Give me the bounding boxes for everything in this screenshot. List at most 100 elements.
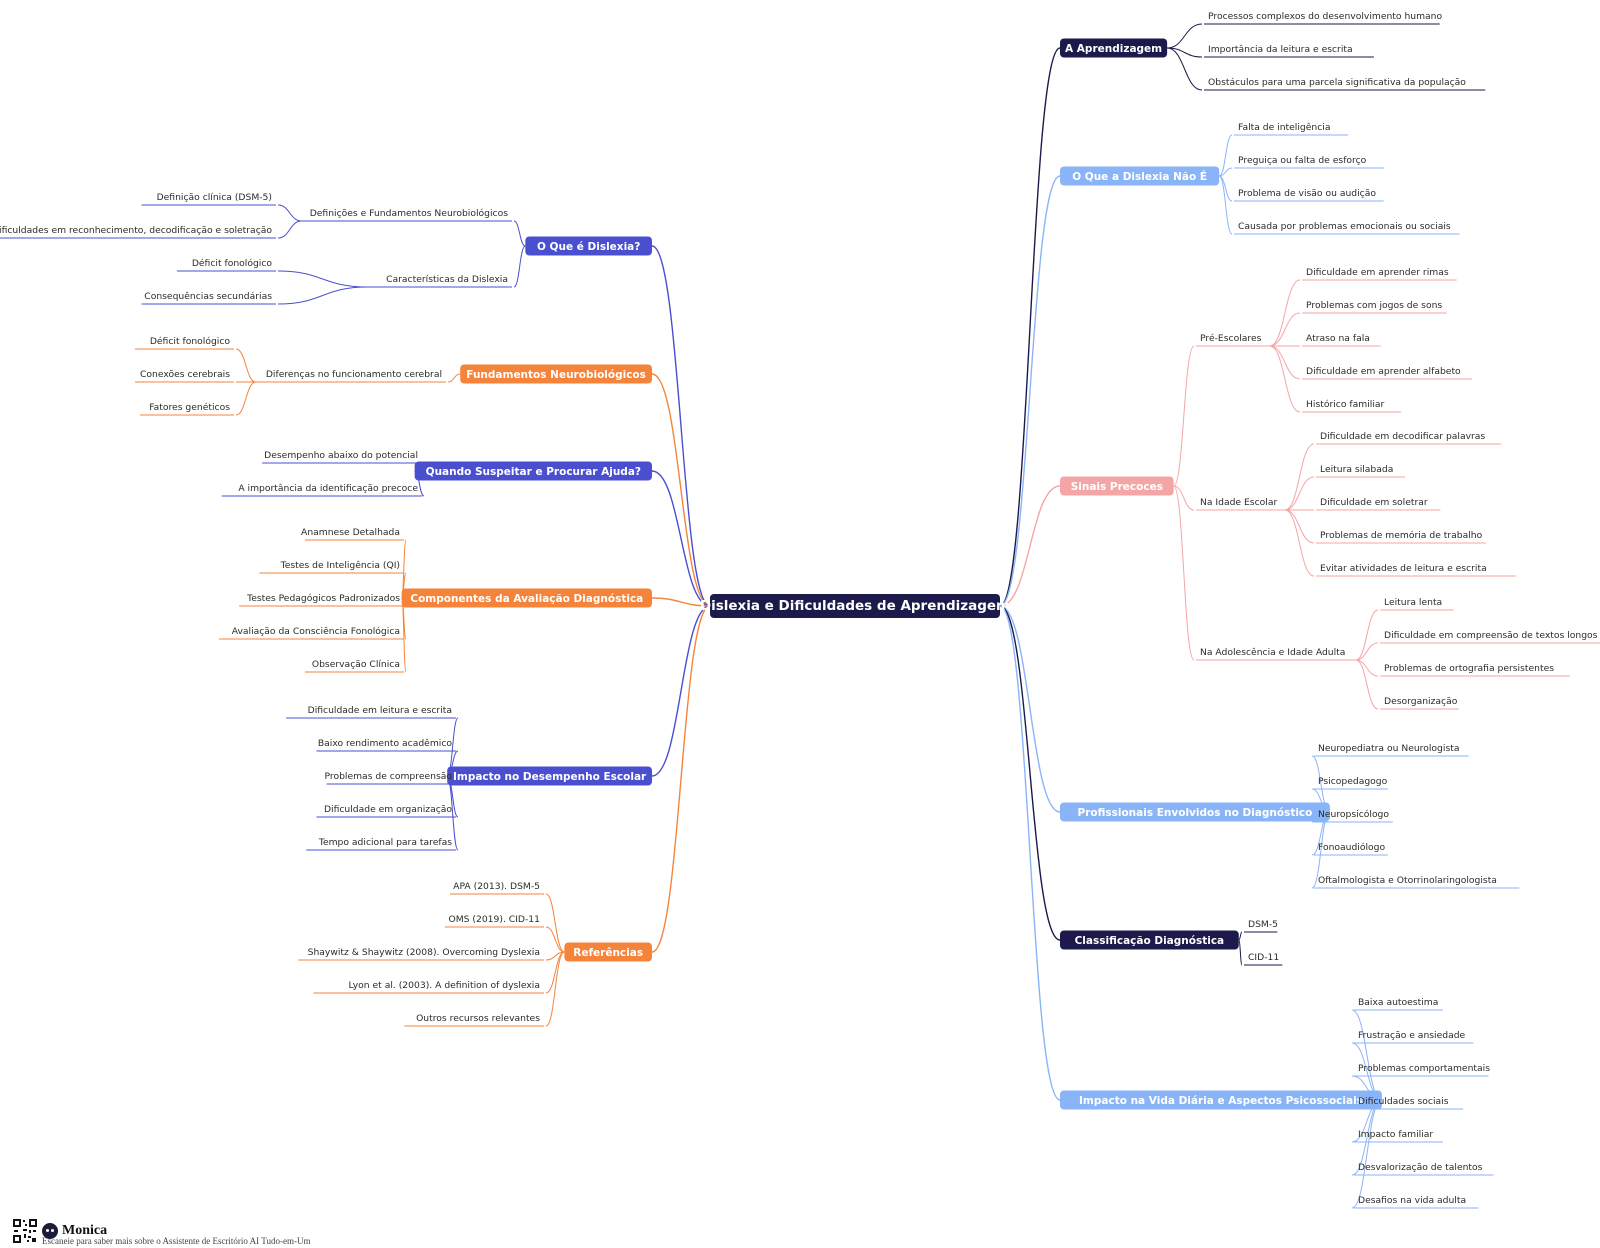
leaf-node[interactable]: Problemas com jogos de sons bbox=[1306, 300, 1442, 311]
leaf-node[interactable]: Dificuldade em aprender alfabeto bbox=[1306, 366, 1461, 377]
connector-line bbox=[1173, 485, 1195, 511]
leaf-node[interactable]: APA (2013). DSM-5 bbox=[453, 881, 540, 892]
branch-node[interactable]: A Aprendizagem bbox=[1060, 38, 1168, 58]
leaf-node[interactable]: Processos complexos do desenvolvimento h… bbox=[1208, 11, 1442, 22]
leaf-node[interactable]: OMS (2019). CID-11 bbox=[448, 914, 540, 925]
leaf-node[interactable]: A importância da identificação precoce bbox=[238, 483, 418, 494]
leaf-node[interactable]: Testes de Inteligência (QI) bbox=[280, 560, 400, 571]
leaf-node[interactable]: Fatores genéticos bbox=[149, 402, 230, 413]
leaf-node[interactable]: Causada por problemas emocionais ou soci… bbox=[1238, 221, 1451, 232]
leaf-node[interactable]: Fonoaudiólogo bbox=[1318, 842, 1385, 853]
branch-node[interactable]: Componentes da Avaliação Diagnóstica bbox=[401, 588, 652, 608]
leaf-node[interactable]: Outros recursos relevantes bbox=[416, 1013, 540, 1024]
leaf-node[interactable]: Desvalorização de talentos bbox=[1358, 1162, 1483, 1173]
leaf-node[interactable]: Problemas de memória de trabalho bbox=[1320, 530, 1483, 541]
leaf-node[interactable]: Dificuldades sociais bbox=[1358, 1096, 1449, 1107]
leaf-node[interactable]: Na Adolescência e Idade Adulta bbox=[1200, 647, 1345, 658]
leaf-node[interactable]: Desempenho abaixo do potencial bbox=[264, 450, 418, 461]
connector-line bbox=[1269, 345, 1301, 413]
branch-node[interactable]: Classificação Diagnóstica bbox=[1060, 930, 1239, 950]
connector-line bbox=[999, 605, 1061, 941]
leaf-node[interactable]: Avaliação da Consciência Fonológica bbox=[232, 626, 400, 637]
branch-node-label: Referências bbox=[573, 947, 643, 959]
leaf-node[interactable]: Oftalmologista e Otorrinolaringologista bbox=[1318, 875, 1497, 886]
leaf-node[interactable]: Evitar atividades de leitura e escrita bbox=[1320, 563, 1487, 574]
branch-node[interactable]: Quando Suspeitar e Procurar Ajuda? bbox=[414, 461, 652, 481]
leaf-node[interactable]: Definições e Fundamentos Neurobiológicos bbox=[310, 208, 509, 219]
leaf-node[interactable]: Dificuldade em aprender rimas bbox=[1306, 267, 1449, 278]
connector-line bbox=[651, 470, 711, 607]
leaf-node[interactable]: Dificuldade em decodificar palavras bbox=[1320, 431, 1485, 442]
leaf-node[interactable]: Desorganização bbox=[1384, 696, 1458, 707]
branch-node-box bbox=[1060, 476, 1174, 496]
leaf-node[interactable]: Problema de visão ou audição bbox=[1238, 188, 1376, 199]
leaf-node[interactable]: Atraso na fala bbox=[1306, 333, 1370, 344]
branch-node-box bbox=[1060, 166, 1220, 186]
leaf-node[interactable]: Leitura silabada bbox=[1320, 464, 1393, 475]
leaf-node[interactable]: Leitura lenta bbox=[1384, 597, 1442, 608]
leaf-node[interactable]: Impacto familiar bbox=[1358, 1129, 1433, 1140]
connector-line bbox=[235, 348, 257, 383]
connector-line bbox=[513, 220, 526, 247]
branch-node[interactable]: Impacto na Vida Diária e Aspectos Psicos… bbox=[1060, 1090, 1382, 1110]
leaf-node[interactable]: CID-11 bbox=[1248, 952, 1279, 963]
leaf-node[interactable]: Falta de inteligência bbox=[1238, 122, 1330, 133]
leaf-node[interactable]: Definição clínica (DSM-5) bbox=[157, 192, 272, 203]
leaf-node[interactable]: Déficit fonológico bbox=[150, 336, 231, 347]
leaf-node[interactable]: Psicopedagogo bbox=[1318, 776, 1388, 787]
connector-line bbox=[999, 605, 1061, 813]
leaf-node[interactable]: Tempo adicional para tarefas bbox=[318, 837, 452, 848]
leaf-node[interactable]: Lyon et al. (2003). A definition of dysl… bbox=[348, 980, 540, 991]
branch-node-label: Sinais Precoces bbox=[1071, 481, 1163, 493]
leaf-node[interactable]: Anamnese Detalhada bbox=[301, 527, 400, 538]
branch-node[interactable]: O Que é Dislexia? bbox=[525, 236, 652, 256]
leaf-node[interactable]: Dificuldade em leitura e escrita bbox=[308, 705, 452, 716]
connector-line bbox=[1167, 47, 1203, 91]
leaf-node[interactable]: Características da Dislexia bbox=[386, 274, 508, 285]
leaf-node[interactable]: Neuropsicólogo bbox=[1318, 809, 1389, 820]
leaf-node[interactable]: Histórico familiar bbox=[1306, 399, 1384, 410]
leaf-node[interactable]: Baixa autoestima bbox=[1358, 997, 1438, 1008]
leaf-node[interactable]: Dificuldade em soletrar bbox=[1320, 497, 1428, 508]
leaf-node[interactable]: Problemas de ortografia persistentes bbox=[1384, 663, 1554, 674]
branch-node-box bbox=[447, 766, 652, 786]
connector-line bbox=[651, 605, 711, 777]
leaf-node[interactable]: Problemas comportamentais bbox=[1358, 1063, 1490, 1074]
root-node[interactable]: Dislexia e Dificuldades de Aprendizagem bbox=[700, 594, 1010, 618]
leaf-node[interactable]: DSM-5 bbox=[1248, 919, 1278, 930]
leaf-node[interactable]: Observação Clínica bbox=[312, 659, 400, 670]
leaf-node[interactable]: Shaywitz & Shaywitz (2008). Overcoming D… bbox=[308, 947, 540, 958]
branch-node-box bbox=[1060, 1090, 1382, 1110]
leaf-node[interactable]: Importância da leitura e escrita bbox=[1208, 44, 1353, 55]
branch-node[interactable]: Impacto no Desempenho Escolar bbox=[447, 766, 652, 786]
connector-line bbox=[1284, 443, 1315, 511]
branch-node[interactable]: O Que a Dislexia Não É bbox=[1060, 166, 1220, 186]
leaf-node[interactable]: Na Idade Escolar bbox=[1200, 497, 1277, 508]
leaf-node[interactable]: Testes Pedagógicos Padronizados bbox=[246, 593, 400, 604]
branch-node[interactable]: Referências bbox=[564, 942, 652, 962]
leaf-node[interactable]: Déficit fonológico bbox=[192, 258, 273, 269]
branch-node-label: Quando Suspeitar e Procurar Ajuda? bbox=[426, 466, 641, 478]
leaf-node[interactable]: Neuropediatra ou Neurologista bbox=[1318, 743, 1459, 754]
leaf-node[interactable]: Obstáculos para uma parcela significativ… bbox=[1208, 77, 1466, 88]
leaf-node[interactable]: Baixo rendimento acadêmico bbox=[318, 738, 453, 749]
branch-node[interactable]: Fundamentos Neurobiológicos bbox=[460, 364, 652, 384]
leaf-node[interactable]: Dificuldade em organização bbox=[324, 804, 452, 815]
leaf-node[interactable]: Dificuldade em compreensão de textos lon… bbox=[1384, 630, 1598, 641]
leaf-node[interactable]: Diferenças no funcionamento cerebral bbox=[266, 369, 442, 380]
connector-line bbox=[513, 245, 526, 288]
branch-node-label: Classificação Diagnóstica bbox=[1075, 935, 1225, 947]
leaf-node[interactable]: Desafios na vida adulta bbox=[1358, 1195, 1466, 1206]
leaf-node[interactable]: Frustração e ansiedade bbox=[1358, 1030, 1466, 1041]
leaf-node[interactable]: Consequências secundárias bbox=[144, 291, 272, 302]
leaf-node[interactable]: Pré-Escolares bbox=[1200, 333, 1262, 344]
connector-line bbox=[1284, 509, 1315, 544]
leaf-node[interactable]: Problemas de compreensão bbox=[325, 771, 453, 782]
leaf-node[interactable]: Conexões cerebrais bbox=[140, 369, 230, 380]
connector-line bbox=[1218, 175, 1233, 235]
leaf-node[interactable]: Preguiça ou falta de esforço bbox=[1238, 155, 1367, 166]
branch-node[interactable]: Profissionais Envolvidos no Diagnóstico bbox=[1060, 802, 1330, 822]
leaf-node[interactable]: Dificuldades em reconhecimento, decodifi… bbox=[0, 225, 272, 236]
branch-node[interactable]: Sinais Precoces bbox=[1060, 476, 1174, 496]
connector-line bbox=[651, 245, 711, 607]
